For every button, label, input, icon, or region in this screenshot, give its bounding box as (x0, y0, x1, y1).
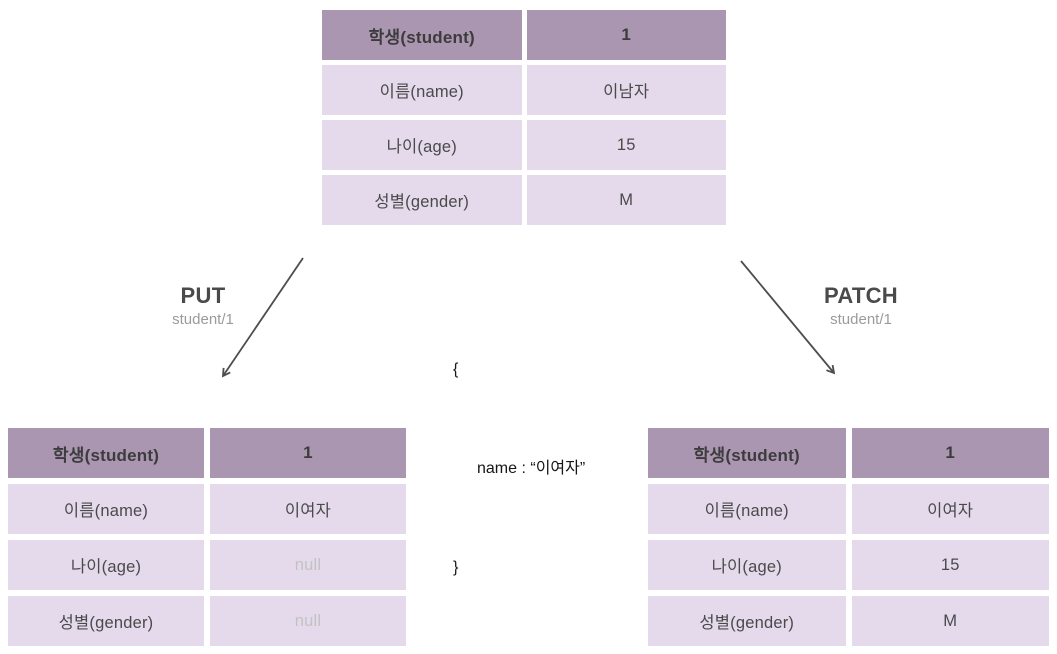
patch-result-header-id: 1 (851, 428, 1049, 478)
patch-result-header-entity: 학생(student) (648, 428, 846, 478)
patch-result-age-label: 나이(age) (648, 540, 846, 590)
put-label-group: PUT student/1 (141, 283, 265, 328)
patch-result-age-value: 15 (851, 540, 1049, 590)
put-result-table: 학생(student) 1 이름(name) 이여자 나이(age) null … (8, 428, 406, 646)
patch-result-gender-label: 성별(gender) (648, 596, 846, 646)
patch-label-group: PATCH student/1 (799, 283, 923, 328)
source-table-name-value: 이남자 (526, 65, 726, 115)
patch-result-gender-value: M (851, 596, 1049, 646)
request-body-open-brace: { (453, 361, 459, 378)
put-result-gender-value: null (210, 596, 406, 646)
put-result-name-value: 이여자 (210, 484, 406, 534)
put-result-name-label: 이름(name) (8, 484, 204, 534)
source-table-gender-label: 성별(gender) (322, 175, 522, 225)
source-table-header-entity: 학생(student) (322, 10, 522, 60)
put-result-age-label: 나이(age) (8, 540, 204, 590)
source-table-age-label: 나이(age) (322, 120, 522, 170)
patch-result-table: 학생(student) 1 이름(name) 이여자 나이(age) 15 성별… (648, 428, 1049, 646)
put-path-label: student/1 (172, 311, 234, 328)
source-table-gender-value: M (526, 175, 726, 225)
patch-method-label: PATCH (823, 283, 898, 308)
source-table: 학생(student) 1 이름(name) 이남자 나이(age) 15 성별… (322, 10, 726, 225)
put-result-header-entity: 학생(student) (8, 428, 204, 478)
patch-result-name-label: 이름(name) (648, 484, 846, 534)
request-body-snippet: { name : “이여자” } (453, 287, 585, 650)
request-body-close-brace: } (453, 559, 459, 576)
request-body-line: name : “이여자” (477, 460, 586, 477)
source-table-age-value: 15 (526, 120, 726, 170)
put-method-label: PUT (180, 283, 226, 308)
patch-path-label: student/1 (830, 311, 892, 328)
put-result-header-id: 1 (210, 428, 406, 478)
source-table-name-label: 이름(name) (322, 65, 522, 115)
put-result-age-value: null (210, 540, 406, 590)
patch-result-name-value: 이여자 (851, 484, 1049, 534)
put-result-gender-label: 성별(gender) (8, 596, 204, 646)
source-table-header-id: 1 (526, 10, 726, 60)
